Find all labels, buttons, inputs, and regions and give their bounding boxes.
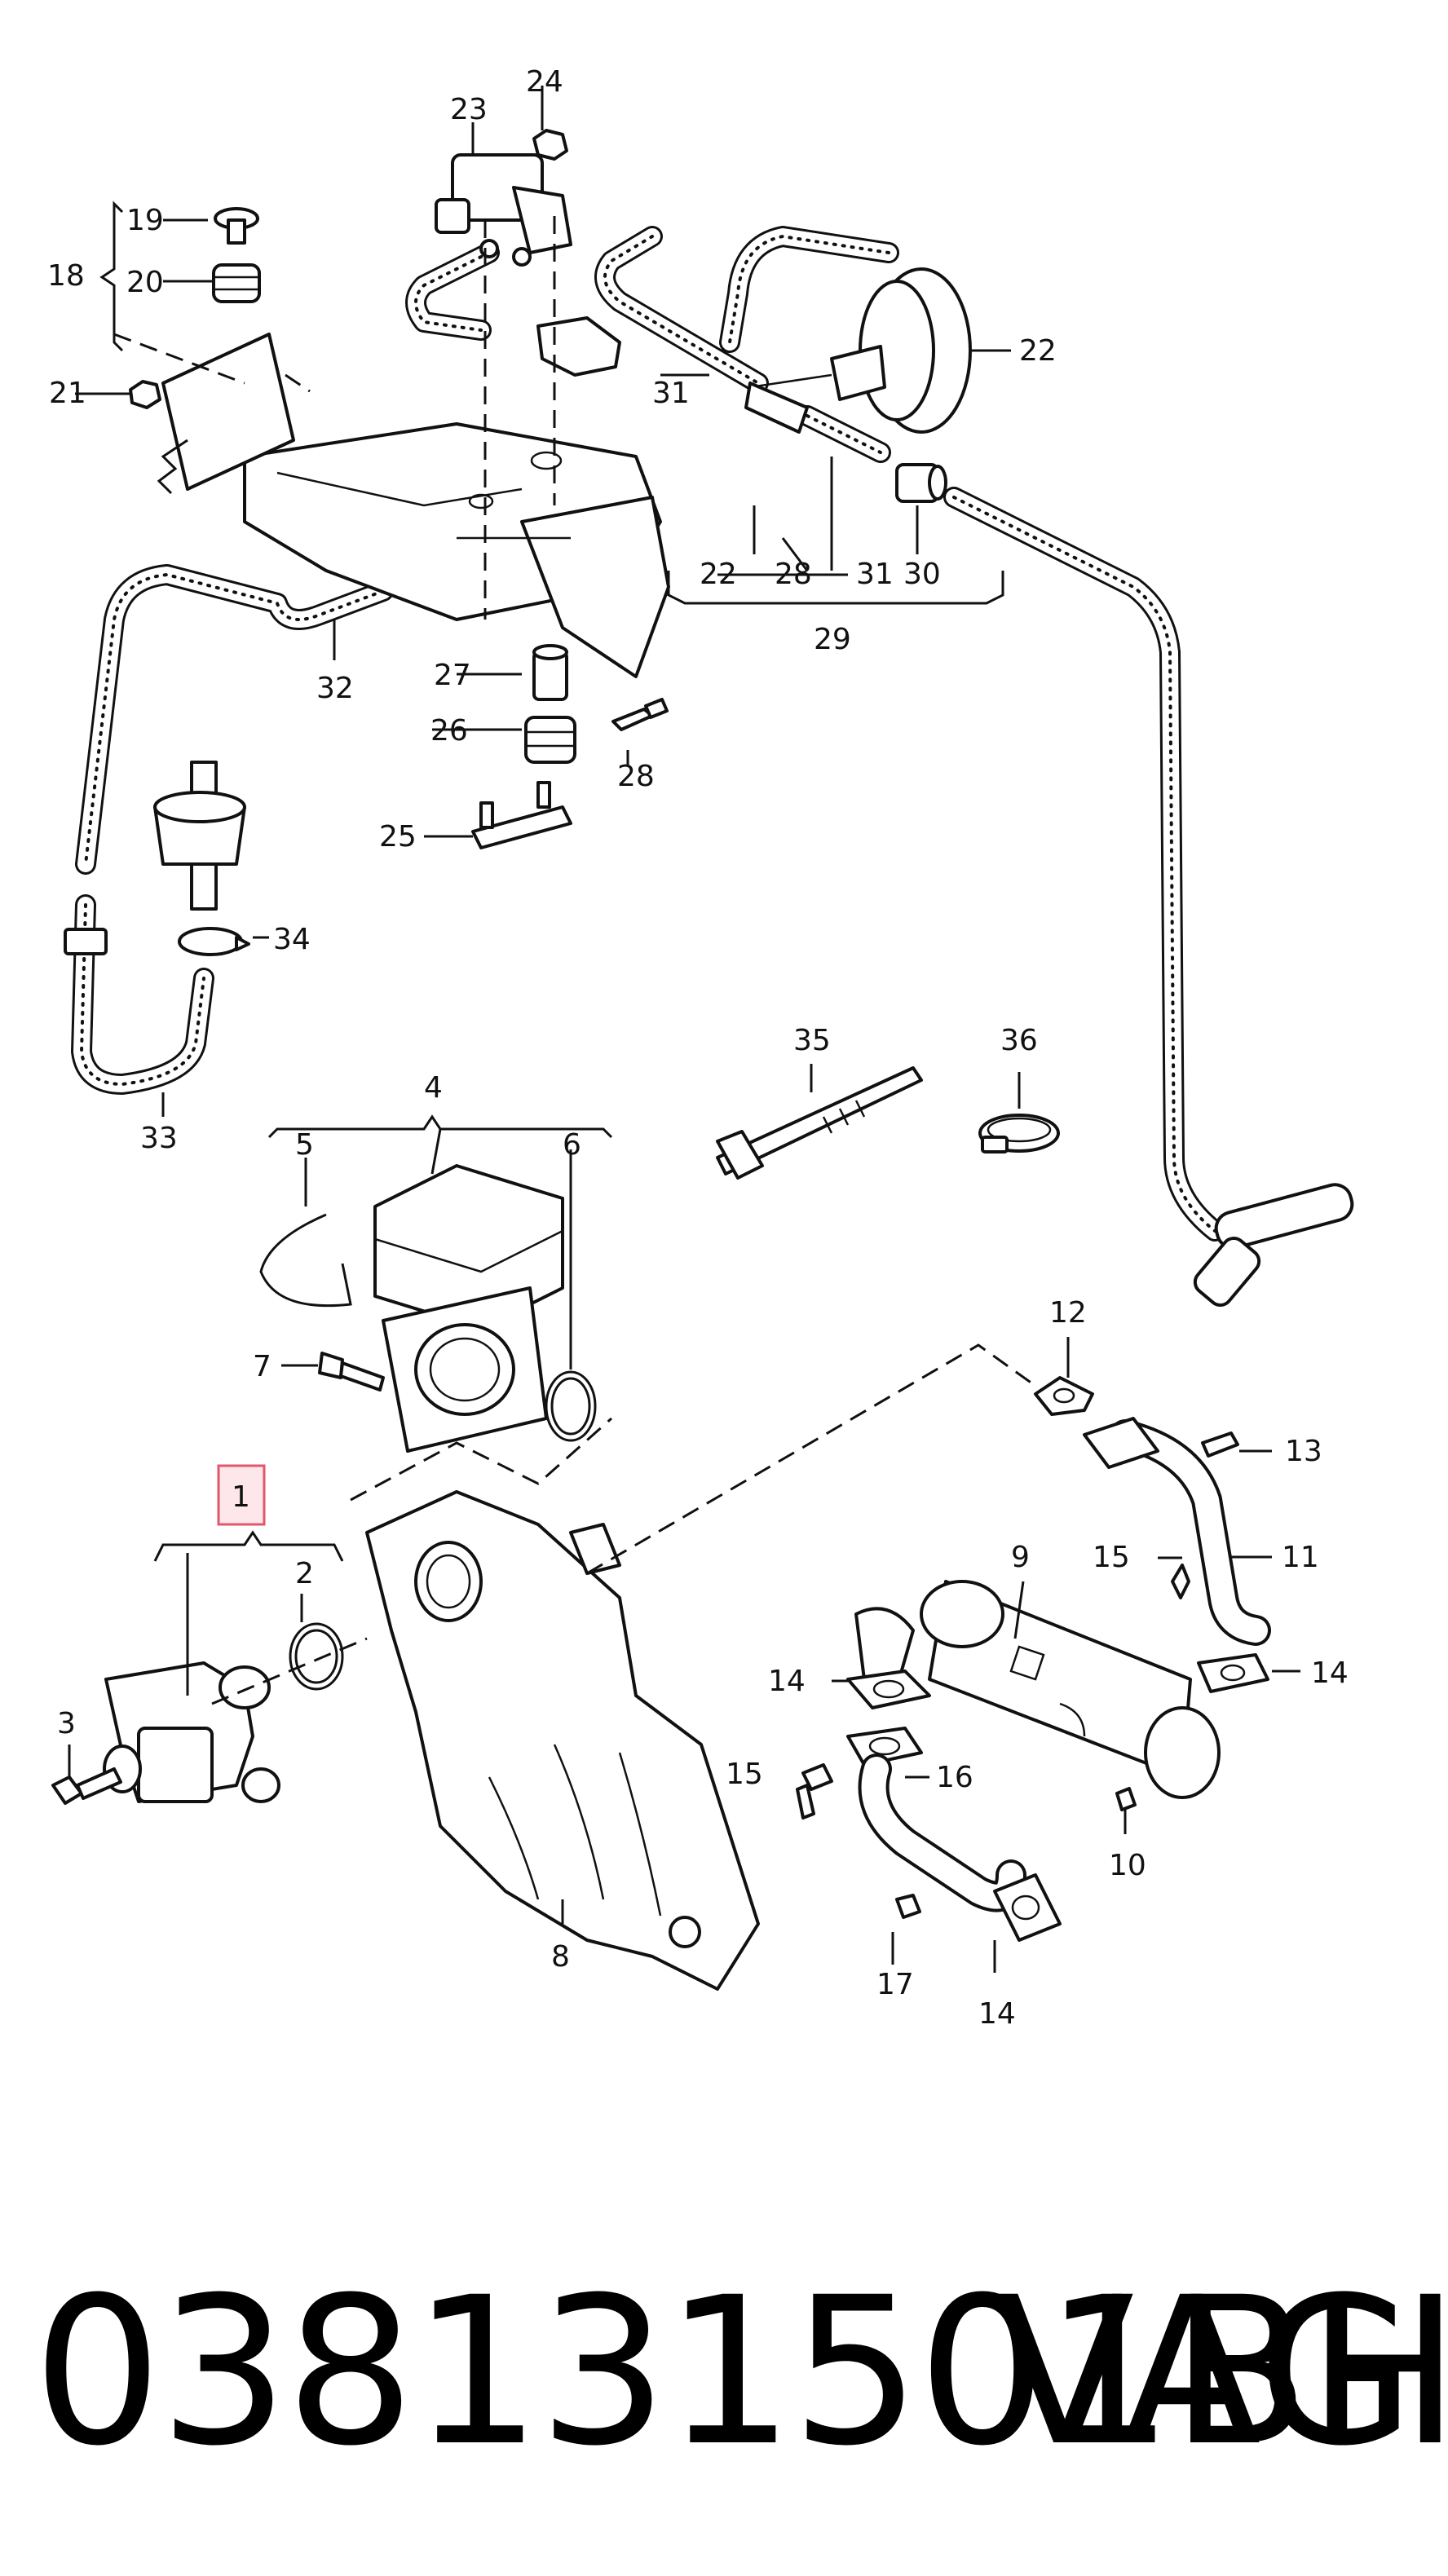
callout-35: 35 <box>793 1024 831 1057</box>
bolt-3 <box>51 1767 122 1805</box>
callout-18: 18 <box>47 259 85 293</box>
non-return-valve <box>536 316 809 434</box>
callout-34: 34 <box>273 923 311 956</box>
callout-15-right: 15 <box>1093 1541 1130 1574</box>
egr-cooler <box>854 1580 1221 1799</box>
footer: 038131501BH VAG <box>0 2250 1448 2494</box>
callout-23: 23 <box>450 93 488 126</box>
callout-22-top: 22 <box>1019 334 1057 368</box>
callout-26: 26 <box>430 714 468 748</box>
callout-3: 3 <box>57 1707 76 1740</box>
callout-22-bottom: 22 <box>700 558 737 591</box>
callout-1: 1 <box>232 1480 250 1514</box>
callout-14-right: 14 <box>1311 1656 1349 1690</box>
exploded-parts-diagram: 19 20 18 21 23 24 22 31 22 28 31 30 29 3… <box>47 65 1354 2031</box>
leader-lines <box>68 86 1300 1973</box>
callout-36: 36 <box>1000 1024 1038 1057</box>
seal-5 <box>259 1213 352 1308</box>
callout-14-bottom: 14 <box>978 1997 1016 2031</box>
o-ring-6 <box>545 1370 597 1442</box>
callout-13: 13 <box>1285 1435 1322 1468</box>
callout-29: 29 <box>814 623 851 656</box>
callout-12: 12 <box>1049 1296 1087 1330</box>
callout-7: 7 <box>253 1350 272 1383</box>
egr-valve <box>103 1661 280 1803</box>
hex-nut-24 <box>532 129 568 161</box>
callout-30: 30 <box>903 558 941 591</box>
callout-20: 20 <box>126 266 164 299</box>
rubber-grommet-set <box>129 207 261 409</box>
pressure-converter-valve <box>435 153 572 267</box>
egr-pipe-upper <box>1034 1376 1271 1693</box>
hose-sleeve <box>64 928 108 955</box>
callout-labels: 19 20 18 21 23 24 22 31 22 28 31 30 29 3… <box>47 65 1349 2031</box>
part-number: 038131501BH <box>33 2253 1448 2490</box>
callout-17: 17 <box>876 1968 914 2001</box>
o-ring-2 <box>289 1622 344 1691</box>
callout-28-bottom: 28 <box>617 760 655 793</box>
callout-24: 24 <box>526 65 563 99</box>
callout-19: 19 <box>126 204 164 237</box>
throttle-valve-module <box>373 1164 564 1453</box>
bracket-fasteners <box>471 644 669 849</box>
hose-clamp <box>978 1114 1060 1153</box>
callout-9: 9 <box>1011 1541 1030 1574</box>
callout-28-top: 28 <box>775 558 812 591</box>
egr-pipe-lower <box>796 1670 1137 1942</box>
callout-2: 2 <box>295 1557 314 1590</box>
t-fitting <box>1193 1183 1354 1307</box>
callout-32: 32 <box>316 672 354 705</box>
intake-manifold <box>365 1490 760 1991</box>
callout-6: 6 <box>563 1128 581 1162</box>
vacuum-hoses <box>71 226 1225 1242</box>
callout-27: 27 <box>434 659 471 692</box>
callout-21: 21 <box>49 377 86 410</box>
callout-11: 11 <box>1282 1541 1319 1574</box>
callout-4: 4 <box>424 1071 443 1105</box>
callout-5: 5 <box>295 1128 314 1162</box>
callout-31-bottom: 31 <box>856 558 894 591</box>
callout-16: 16 <box>936 1761 973 1794</box>
cable-tie <box>716 1066 923 1180</box>
callout-10: 10 <box>1109 1849 1146 1882</box>
callout-14-left: 14 <box>768 1665 806 1698</box>
highlight-box-1 <box>217 1464 266 1526</box>
bolt-7 <box>318 1352 385 1392</box>
callout-25: 25 <box>379 820 417 854</box>
callout-31-top: 31 <box>652 377 690 410</box>
mounting-bracket <box>157 333 670 678</box>
hose-connector-30 <box>895 463 947 503</box>
brand-name: VAG <box>995 2253 1415 2490</box>
vacuum-filter <box>153 761 250 956</box>
callout-8: 8 <box>551 1940 570 1974</box>
callout-33: 33 <box>140 1122 178 1155</box>
callout-15-left: 15 <box>726 1758 763 1791</box>
